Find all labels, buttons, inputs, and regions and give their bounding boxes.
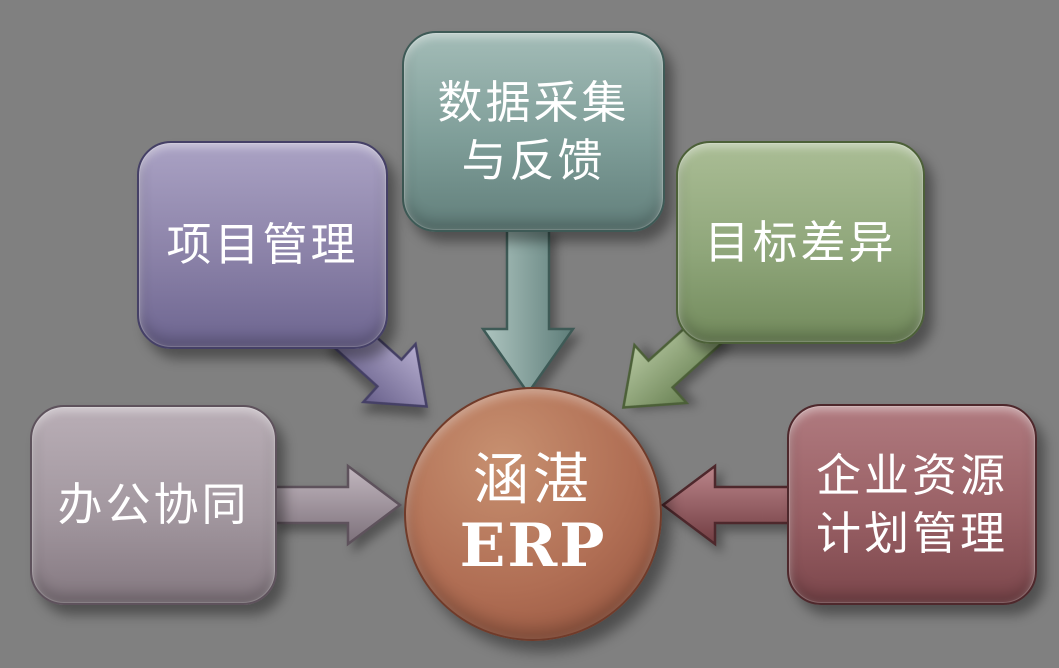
node-label-line: 办公协同 — [57, 478, 250, 532]
node-label-line: 数据采集 — [437, 75, 630, 129]
node-erp-resource-planning: 企业资源 计划管理 — [787, 404, 1037, 605]
node-project-management: 项目管理 — [137, 141, 388, 349]
arrow-right-icon — [271, 463, 403, 547]
arrow-left-icon — [660, 463, 792, 547]
center-title-cn: 涵湛 — [473, 447, 593, 513]
node-office-collaboration: 办公协同 — [30, 405, 277, 605]
arrow-down-icon — [480, 226, 576, 396]
node-label-line: 项目管理 — [166, 218, 359, 272]
node-target-difference: 目标差异 — [676, 141, 925, 344]
node-label-line: 计划管理 — [815, 506, 1008, 560]
node-data-collection-feedback: 数据采集 与反馈 — [402, 31, 665, 232]
node-label-line: 目标差异 — [704, 215, 897, 269]
center-title-erp: ERP — [459, 511, 607, 582]
center-node-erp: 涵湛 ERP — [404, 387, 662, 641]
node-label-line: 企业资源 — [815, 448, 1008, 502]
node-label-line: 与反馈 — [461, 133, 606, 187]
